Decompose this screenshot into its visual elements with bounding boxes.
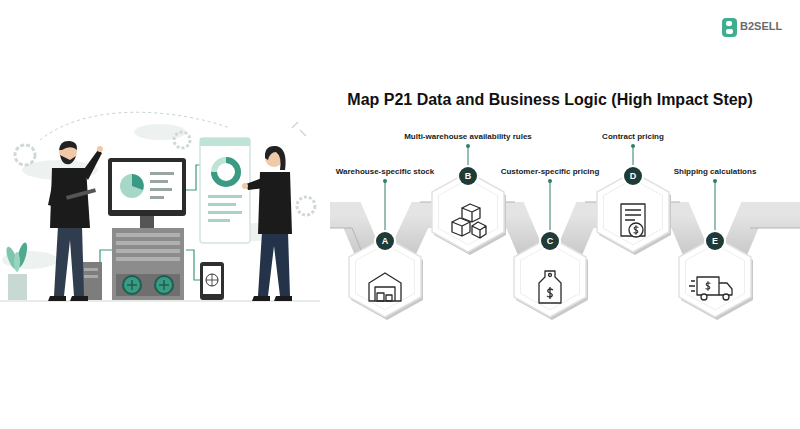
step-label: Multi-warehouse availability rules: [378, 131, 558, 142]
dashboard-card-part: [214, 160, 238, 184]
hexagon-step: Contract pricingD: [543, 131, 723, 256]
dashboard-card-part: [200, 138, 250, 146]
step-label: Customer-specific pricing: [460, 166, 640, 177]
step-label: Warehouse-specific stock: [295, 166, 475, 177]
monitor-part: [120, 174, 144, 198]
hexagon-shape: [378, 131, 558, 256]
leader-line: [468, 146, 469, 166]
background-shapes: [0, 112, 320, 301]
step-icon: [621, 204, 645, 237]
server-part: [84, 268, 98, 271]
server-part: [116, 249, 180, 253]
logo-icon: [722, 18, 737, 37]
monitor-part: [150, 196, 164, 199]
man-figure-part: [60, 155, 76, 164]
leader-line: [633, 146, 634, 166]
plant: [4, 241, 29, 300]
step-letter: C: [541, 232, 559, 250]
background-shapes-part: [297, 197, 315, 215]
step-icon: [369, 273, 401, 301]
server-part: [116, 241, 180, 245]
man-figure-part: [66, 188, 96, 200]
background-shapes-part: [134, 124, 186, 140]
monitor-part: [108, 158, 186, 216]
dashboard-card-part: [200, 138, 250, 243]
dashboard-card-part: [208, 211, 242, 214]
monitor-part: [150, 172, 174, 175]
man-figure-part: [54, 226, 84, 296]
step-letter: B: [459, 167, 477, 185]
plant-part: [14, 252, 20, 272]
step-label: Contract pricing: [543, 131, 723, 142]
man-figure-part: [48, 296, 88, 301]
dashboard-card-part: [214, 160, 238, 184]
monitor-part: [132, 174, 144, 190]
hexagon-inner: [520, 244, 579, 310]
server-part: [127, 280, 169, 290]
background-shapes-part: [174, 132, 190, 148]
server-part: [116, 233, 180, 237]
man-figure-part: [59, 141, 77, 150]
hexagon-step: Multi-warehouse availability rulesB: [378, 131, 558, 256]
step-icon: [689, 277, 732, 300]
phone: [200, 262, 224, 300]
man-figure: [48, 141, 103, 301]
hexagon-shape: [543, 131, 723, 256]
title: Map P21 Data and Business Logic (High Im…: [300, 90, 800, 110]
man-figure-part: [48, 176, 70, 210]
hexagon-inner: [355, 244, 414, 310]
woman-figure-part: [252, 296, 292, 301]
step-icon: [452, 204, 486, 238]
step-label: Shipping calculations: [625, 166, 800, 177]
woman-figure: [242, 146, 292, 301]
woman-figure-part: [246, 178, 266, 190]
dashboard-card: [200, 138, 250, 243]
background-shapes-part: [40, 112, 230, 140]
server-part: [112, 228, 184, 300]
server-part: [116, 257, 180, 261]
wires-part: [186, 250, 200, 280]
step-letter: D: [624, 167, 642, 185]
man-figure-part: [97, 146, 103, 152]
monitor-part: [150, 180, 168, 183]
dashboard-card-part: [208, 203, 236, 206]
server-part: [116, 274, 180, 296]
logo-text: B2SELL: [740, 20, 782, 32]
woman-figure-part: [265, 146, 286, 170]
monitor-part: [112, 162, 182, 210]
phone-part: [200, 262, 224, 300]
step-letter: A: [376, 232, 394, 250]
logo-icon-part: [722, 18, 737, 37]
woman-figure-part: [258, 232, 290, 296]
hexagon-inner: [603, 179, 662, 245]
phone-part: [203, 266, 221, 294]
monitor-part: [140, 216, 154, 228]
man-figure-part: [82, 150, 102, 180]
woman-figure-part: [242, 183, 248, 189]
monitor: [108, 158, 186, 228]
step-letter: E: [706, 232, 724, 250]
monitor-part: [150, 188, 172, 191]
server: [80, 228, 184, 300]
leader-line: [715, 181, 716, 231]
wires-part: [186, 165, 200, 190]
logo-icon-part: [726, 21, 732, 26]
server-part: [84, 275, 98, 278]
phone-part: [206, 274, 218, 286]
hexagon-inner: [685, 244, 744, 310]
plant-part: [8, 274, 27, 300]
leader-line: [385, 181, 386, 231]
step-icon: [539, 271, 561, 303]
hexagon-inner: [438, 179, 497, 245]
background-shapes-part: [15, 145, 35, 165]
logo-icon-part: [726, 29, 733, 34]
dashboard-card-part: [208, 219, 230, 222]
dashboard-card-part: [208, 195, 242, 198]
phone-part: [206, 274, 218, 286]
background-shapes-part: [292, 122, 306, 136]
leader-line: [550, 181, 551, 231]
hexagon-step: Shipping calculationsE: [625, 166, 800, 321]
